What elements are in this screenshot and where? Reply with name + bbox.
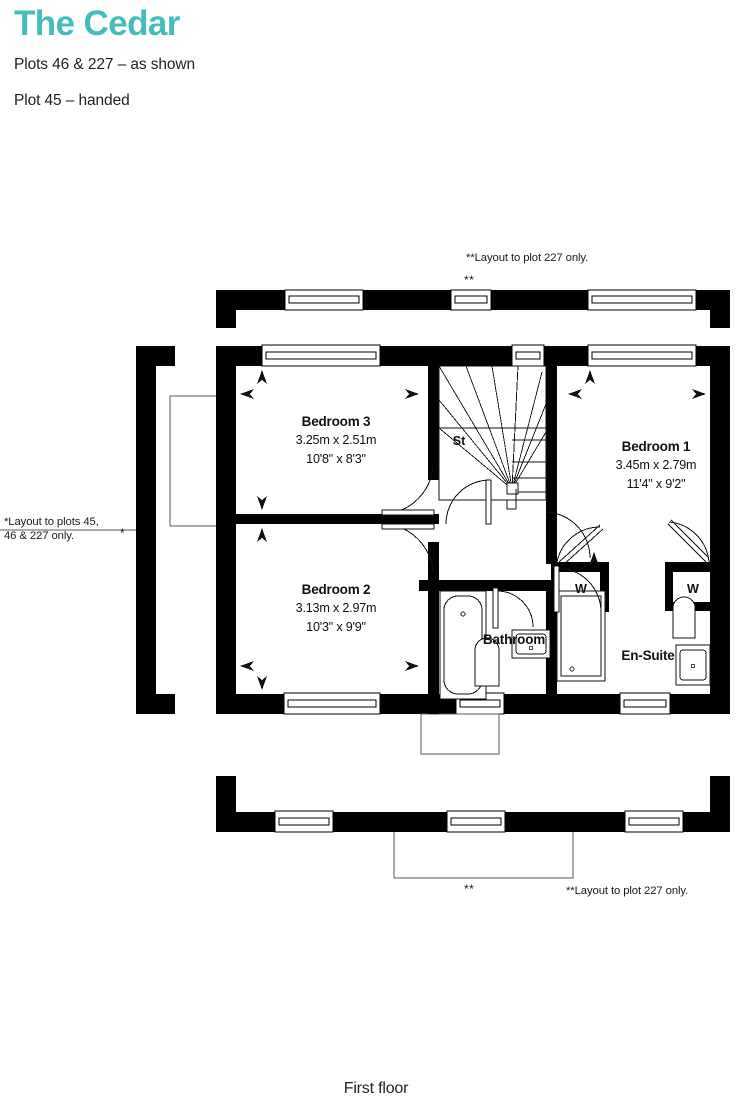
door-wardrobe-left [556, 524, 604, 567]
window-bedroom2-bottom [283, 692, 381, 715]
room-name: En-Suite [621, 648, 675, 663]
staircase [438, 365, 547, 510]
note-layout-plots-45-46-227: *Layout to plots 45, 46 & 227 only. [4, 516, 99, 542]
window-ensuite-bottom [619, 692, 671, 715]
note-marker-single-star: * [120, 526, 126, 540]
bathroom-fixtures [439, 590, 551, 700]
room-label-bathroom: Bathroom [444, 630, 584, 649]
window-upper-2 [450, 289, 492, 311]
bathtub-icon [439, 590, 487, 700]
window-upper-1 [284, 289, 364, 311]
window-upper-3 [587, 289, 697, 311]
wardrobe-label-left: W [575, 582, 587, 596]
dimension-arrows [240, 370, 706, 690]
room-label-bedroom-2: Bedroom 2 3.13m x 2.97m 10'3" x 9'9" [238, 580, 434, 637]
door-ensuite [553, 565, 602, 613]
room-name: Bedroom 3 [301, 414, 371, 429]
room-dimension-metric: 3.45m x 2.79m [615, 458, 697, 472]
plan-subtitle-plots: Plots 46 & 227 – as shown [14, 56, 196, 73]
window-bedroom3-top [261, 344, 381, 367]
room-label-en-suite: En-Suite [590, 646, 706, 665]
note-layout-plot-227-bottom: **Layout to plot 227 only. [566, 885, 689, 897]
top-wall-windows [261, 344, 697, 367]
door-bathroom [492, 587, 534, 629]
note-marker-double-star-bottom: ** [464, 882, 475, 896]
door-wardrobe-right [667, 519, 710, 563]
window-stairs-top [511, 344, 545, 367]
window-bedroom1-top [587, 344, 697, 367]
floor-level-label: First floor [343, 1080, 409, 1097]
page-title: The Cedar [14, 4, 180, 43]
basin-icon-ensuite [675, 644, 711, 686]
room-label-bedroom-1: Bedroom 1 3.45m x 2.79m 11'4" x 9'2" [558, 437, 752, 494]
window-lower-1 [274, 810, 334, 833]
window-lower-3 [624, 810, 684, 833]
ensuite-fixtures [556, 590, 711, 686]
room-label-storage: St [452, 434, 466, 448]
wardrobe-label-right: W [687, 582, 699, 596]
upper-detached-wall-227 [216, 289, 730, 328]
plan-subtitle-handed: Plot 45 – handed [14, 92, 130, 109]
basin-icon [511, 629, 551, 659]
note-layout-plot-227-top: **Layout to plot 227 only. [466, 252, 589, 264]
door-bedroom-2 [381, 523, 435, 573]
header-block: The Cedar Plots 46 & 227 – as shown Plot… [14, 0, 614, 109]
porch-canopy-outline [420, 713, 500, 755]
room-dimension-metric: 3.25m x 2.51m [295, 433, 377, 447]
room-dimension-imperial: 11'4" x 9'2" [626, 477, 686, 491]
note-marker-double-star-top: ** [464, 273, 475, 287]
room-name: Bedroom 2 [301, 582, 371, 597]
room-label-bedroom-3: Bedroom 3 3.25m x 2.51m 10'8" x 8'3" [238, 412, 434, 469]
left-detached-wall-bracket [136, 346, 221, 714]
toilet-icon-ensuite [672, 596, 696, 639]
room-name: Bathroom [482, 632, 546, 647]
doors [381, 465, 710, 629]
door-bedroom-1 [545, 511, 591, 559]
room-dimension-imperial: 10'8" x 8'3" [306, 452, 366, 466]
shower-tray-icon [556, 590, 606, 682]
room-name: Bedroom 1 [621, 439, 691, 454]
room-dimension-imperial: 10'3" x 9'9" [306, 620, 366, 634]
lower-detached-wall-227 [216, 776, 730, 879]
door-bedroom-3 [381, 465, 435, 516]
toilet-icon [474, 637, 500, 687]
window-lower-2 [446, 810, 506, 833]
room-dimension-metric: 3.13m x 2.97m [295, 601, 377, 615]
door-storage [445, 479, 492, 525]
